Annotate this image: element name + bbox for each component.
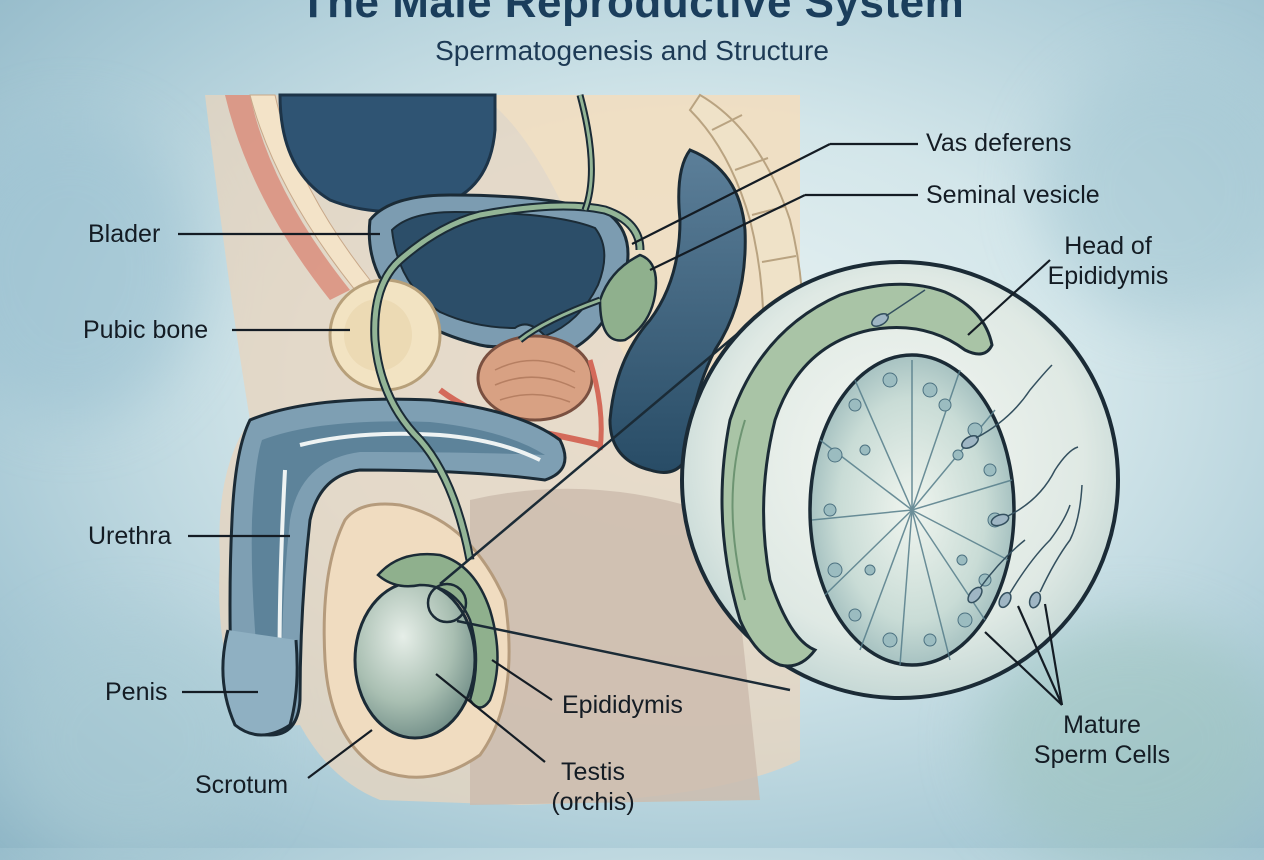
page-title: The Male Reproductive System: [299, 0, 965, 27]
label-bladder: Blader: [88, 220, 161, 248]
lens-epididymis: [720, 282, 994, 668]
tubule-segments: [811, 360, 1013, 666]
testis: [353, 580, 477, 740]
rectum: [608, 148, 747, 474]
label-penis: Penis: [105, 678, 168, 706]
sperm-tails: [885, 289, 1083, 594]
label-mature-line2: Sperm Cells: [1033, 741, 1171, 769]
label-mature-sperm-cells: Mature Sperm Cells: [1022, 710, 1182, 770]
leader-lines: [178, 142, 1064, 779]
magnifier-source: [426, 582, 468, 624]
sperm-cells: [871, 313, 1042, 609]
penis: [228, 397, 567, 737]
background-blob: [1040, 60, 1264, 320]
label-vas-deferens: Vas deferens: [926, 129, 1072, 157]
abdomen-tissue: [215, 95, 800, 600]
epididymis: [376, 553, 499, 709]
page-subtitle: Spermatogenesis and Structure: [435, 35, 829, 66]
label-epididymis: Epididymis: [562, 691, 683, 719]
label-head-of-epididymis: Head of Epididymis: [1028, 231, 1188, 291]
label-mature-line1: Mature: [1063, 711, 1141, 739]
label-testis-line2: (orchis): [551, 788, 635, 816]
glans: [221, 629, 299, 737]
abdominal-muscle: [225, 95, 350, 300]
label-scrotum: Scrotum: [195, 771, 289, 799]
background-blob: [980, 620, 1264, 860]
tubule-cells: [823, 372, 1003, 648]
label-head-line1: Head of: [1064, 232, 1152, 260]
label-urethra: Urethra: [88, 522, 172, 550]
thigh-area: [470, 488, 760, 805]
seminal-vesicle: [598, 253, 658, 342]
label-testis-line1: Testis: [561, 758, 625, 786]
label-head-line2: Epididymis: [1047, 262, 1169, 290]
label-pubic-bone: Pubic bone: [83, 316, 209, 344]
label-seminal-vesicle: Seminal vesicle: [926, 181, 1100, 209]
blood-vessel: [587, 359, 604, 451]
background-blob: [0, 620, 260, 860]
label-testis: Testis (orchis): [528, 757, 658, 817]
background-blob: [0, 120, 200, 420]
zoom-connector: [456, 619, 791, 692]
zoom-connector: [439, 329, 743, 585]
